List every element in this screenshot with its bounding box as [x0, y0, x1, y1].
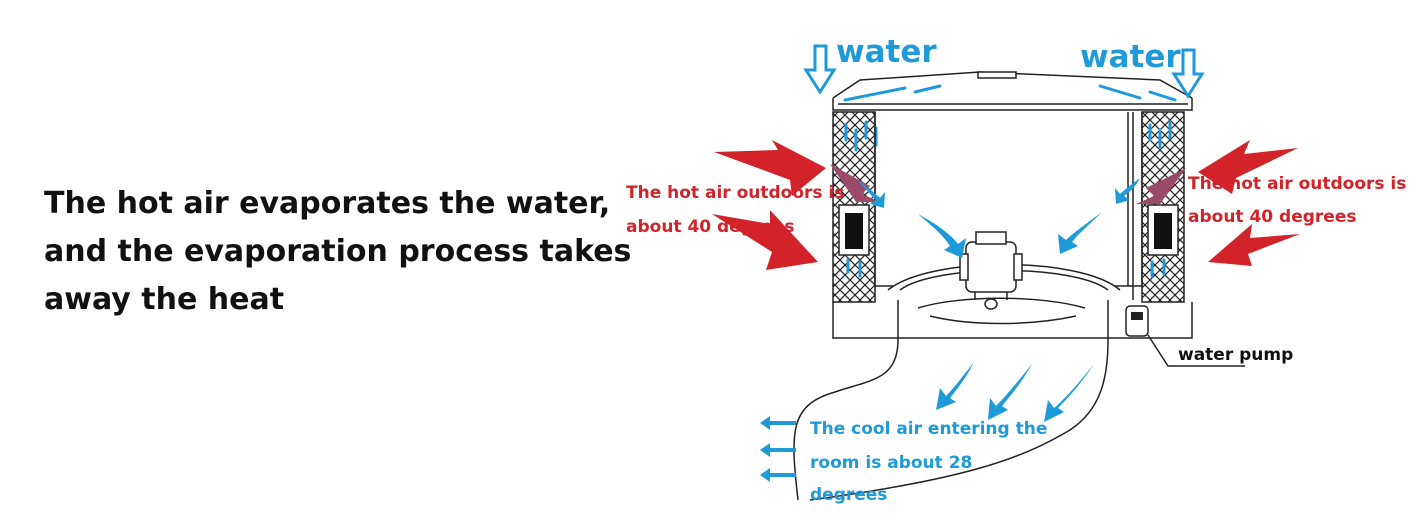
- hot-air-arrow-right-1: [1198, 140, 1298, 194]
- hot-air-label-right-line1: The hot air outdoors is: [1188, 174, 1406, 194]
- main-description: The hot air evaporates the water, and th…: [44, 180, 632, 324]
- hot-air-arrow-left-1: [714, 140, 826, 196]
- water-inlet-arrow-right: [1171, 48, 1205, 99]
- fan-motor: [887, 231, 1121, 300]
- description-line-1: The hot air evaporates the water,: [44, 186, 611, 221]
- water-label-left: water: [836, 34, 937, 70]
- cool-air-label-line1: The cool air entering the: [810, 419, 1047, 439]
- water-label-right: water: [1080, 39, 1181, 75]
- cool-air-label-line3: degrees: [810, 485, 887, 505]
- downflow-arrow-3: [1044, 364, 1094, 422]
- downflow-arrow-2: [988, 364, 1032, 420]
- diagonal-arrow-left: [858, 180, 885, 208]
- cool-air-label-line2: room is about 28: [810, 453, 972, 473]
- description-line-3: away the heat: [44, 282, 285, 317]
- intake-arrow-right: [1058, 212, 1102, 254]
- hot-air-arrow-right-2: [1208, 224, 1300, 266]
- water-inlet-arrow-left: [803, 44, 837, 95]
- airflow-arrows: [858, 178, 1140, 422]
- water-pump: [1125, 305, 1245, 367]
- hot-air-label-right-line2: about 40 degrees: [1188, 207, 1356, 227]
- hot-air-arrow-inner-left: [830, 164, 880, 202]
- outlet-arrow-2: [760, 443, 796, 457]
- fan-blade: [897, 297, 1109, 340]
- outlet-arrow-1: [760, 416, 796, 430]
- downflow-arrow-1: [936, 362, 974, 410]
- hot-air-label-left-line1: The hot air outdoors is: [626, 183, 844, 203]
- cooler-body: [832, 112, 1193, 339]
- diagonal-arrow-right: [1115, 178, 1140, 204]
- outlet-arrows: [760, 416, 796, 482]
- water-inlet-arrows: [803, 44, 1205, 99]
- hot-air-arrow-left-2: [712, 210, 818, 270]
- left-cooling-pad: [832, 111, 876, 303]
- water-pump-label: water pump: [1178, 345, 1293, 365]
- hot-air-arrow-inner-right: [1136, 168, 1186, 204]
- intake-arrow-left: [918, 214, 966, 258]
- description-line-2: and the evaporation process takes: [44, 234, 632, 269]
- outlet-arrow-3: [760, 468, 796, 482]
- hot-air-label-left-line2: about 40 degrees: [626, 217, 794, 237]
- cooler-roof: [832, 71, 1193, 111]
- hot-air-arrows: [712, 140, 1300, 270]
- water-drips: [843, 84, 1177, 278]
